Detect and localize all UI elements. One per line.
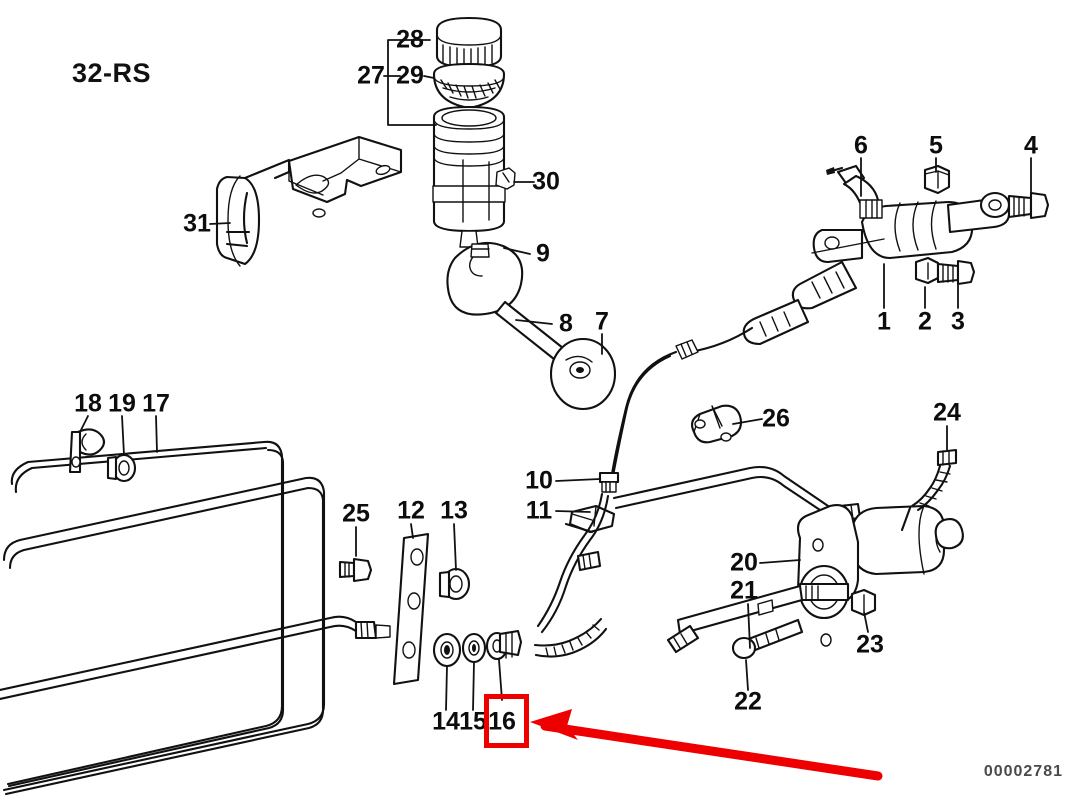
pipe-end-fitting	[354, 620, 391, 640]
master-cylinder-assembly	[675, 164, 1050, 360]
mounting-bracket-31	[215, 135, 403, 267]
reservoir-assembly	[432, 16, 516, 248]
annotation-arrow	[530, 709, 883, 781]
callout-19: 19	[108, 389, 136, 418]
callout-10: 10	[525, 466, 553, 495]
callout-27: 27	[357, 61, 385, 90]
callout-22: 22	[734, 687, 762, 716]
callout-26: 26	[762, 404, 790, 433]
pipe-clip-18	[68, 428, 106, 474]
callout-29: 29	[396, 61, 424, 90]
callout-24: 24	[933, 398, 961, 427]
callout-4: 4	[1024, 131, 1038, 160]
callout-17: 17	[142, 389, 170, 418]
callout-15: 15	[459, 707, 487, 736]
callout-3: 3	[951, 307, 965, 336]
reservoir-clamp	[495, 167, 516, 190]
pipe-grommet-13	[438, 567, 471, 601]
callout-leaders	[79, 39, 1032, 711]
callout-30: 30	[532, 167, 560, 196]
callout-31: 31	[183, 209, 211, 238]
callout-12: 12	[397, 496, 425, 525]
hose-grommet-assembly	[446, 241, 617, 411]
callout-16: 16	[488, 707, 516, 736]
callout-20: 20	[730, 548, 758, 577]
callout-1: 1	[877, 307, 891, 336]
callout-21: 21	[730, 576, 758, 605]
callout-6: 6	[854, 131, 868, 160]
fitting-group-14-15-16	[432, 629, 523, 668]
callout-18: 18	[74, 389, 102, 418]
pipe-grommet-19	[106, 453, 137, 483]
callout-14: 14	[432, 707, 460, 736]
callout-9: 9	[536, 239, 550, 268]
diagram-watermark: 00002781	[983, 763, 1063, 780]
reservoir-strainer	[432, 62, 506, 110]
bolt-25	[338, 557, 373, 583]
callout-28: 28	[396, 25, 424, 54]
slave-cylinder-assembly	[666, 404, 964, 660]
callout-13: 13	[440, 496, 468, 525]
callout-11: 11	[525, 496, 553, 525]
clip-26	[690, 404, 743, 444]
brake-pipe-network	[0, 350, 862, 795]
callout-8: 8	[559, 309, 573, 338]
reservoir-body	[432, 105, 506, 248]
reservoir-cap	[435, 16, 503, 70]
callout-7: 7	[595, 307, 609, 336]
callout-2: 2	[918, 307, 932, 336]
page-title: 32-RS	[72, 58, 152, 88]
callout-5: 5	[929, 131, 943, 160]
callout-23: 23	[856, 630, 884, 659]
pipe-bracket-12	[392, 532, 430, 686]
callout-25: 25	[342, 499, 370, 528]
